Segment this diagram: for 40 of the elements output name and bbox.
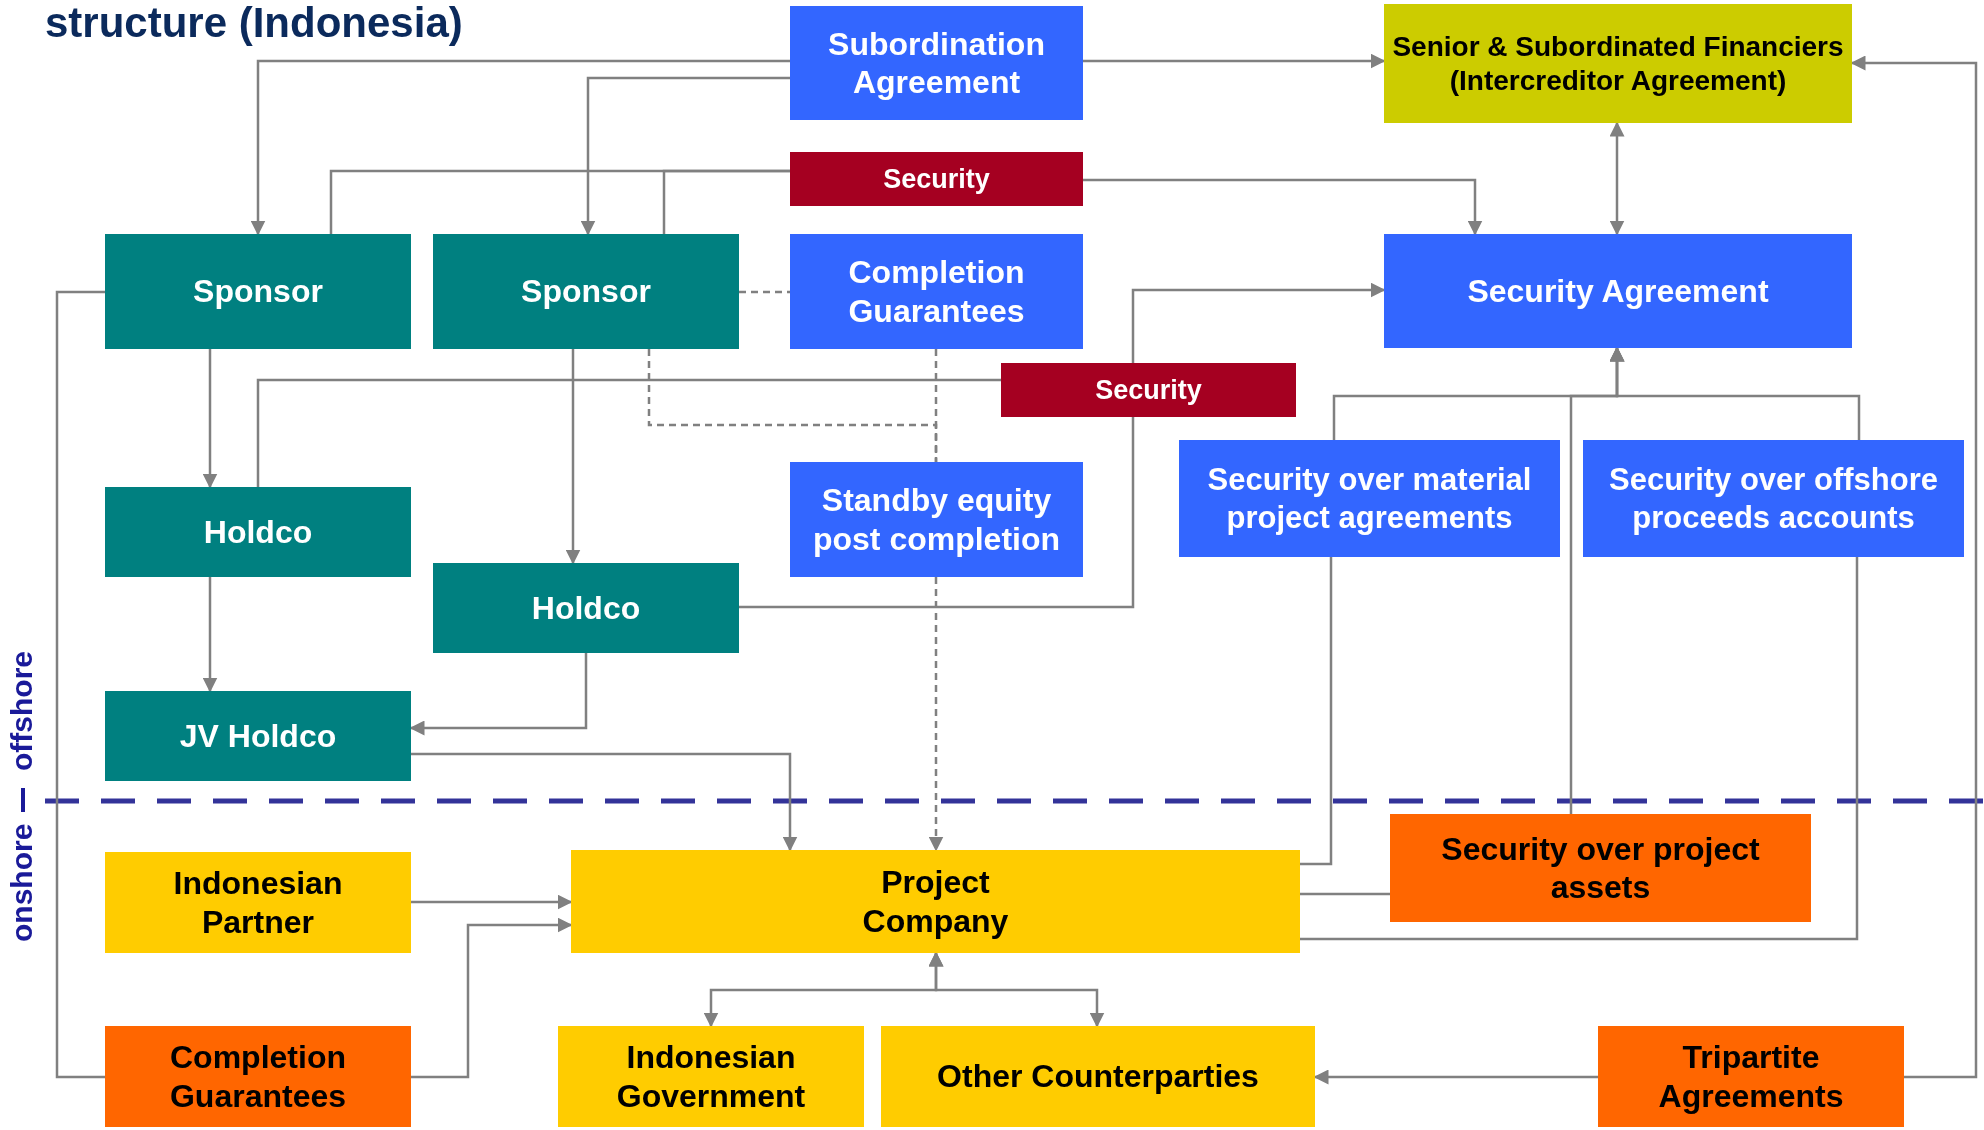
agreement-box: Security over project assets [1390,814,1811,922]
connector-arrow [565,349,581,565]
agreement-box: Security Agreement [1384,234,1852,348]
connector-arrow [411,917,573,1079]
connector-arrow [1131,282,1386,363]
financier-box: Senior & Subordinated Financiers (Intercreditor Agreement) [1384,4,1852,123]
connector-arrow [1569,346,1625,814]
connector-arrow [250,59,790,236]
connector-arrow [1083,53,1386,69]
connector-arrow [928,951,1105,1028]
party-box: Indonesian Partner [105,852,411,953]
region-label: offshore [7,651,37,771]
agreement-box: Security over material project agreements [1179,440,1560,557]
party-box: Holdco [433,563,739,653]
agreement-box: Completion Guarantees [790,234,1083,349]
connector-arrow [202,349,218,489]
agreement-box: Completion Guarantees [105,1026,411,1127]
party-box: Sponsor [433,234,739,349]
party-box: JV Holdco [105,691,411,781]
party-box: Sponsor [105,234,411,349]
connector-arrow [1609,121,1625,236]
diagram-title: structure (Indonesia) [45,0,463,47]
agreement-box: Tripartite Agreements [1598,1026,1904,1127]
agreement-box: Security over offshore proceeds accounts [1583,440,1964,557]
connector-arrow [1083,178,1483,236]
party-box: Indonesian Government [558,1026,864,1127]
dashed-connector [647,349,938,462]
party-box: Holdco [105,487,411,577]
connector-arrow [580,76,790,236]
connector-arrow [411,894,573,910]
connector-arrow [202,577,218,693]
agreement-box: Subordination Agreement [790,6,1083,120]
agreement-box: Standby equity post completion [790,462,1083,577]
security-box: Security [790,152,1083,206]
party-box: Project Company [571,850,1300,953]
connector-arrow [411,752,798,852]
dashed-connector [928,577,944,852]
dashed-connector [739,290,790,294]
security-box: Security [1001,363,1296,417]
party-box: Other Counterparties [881,1026,1315,1127]
